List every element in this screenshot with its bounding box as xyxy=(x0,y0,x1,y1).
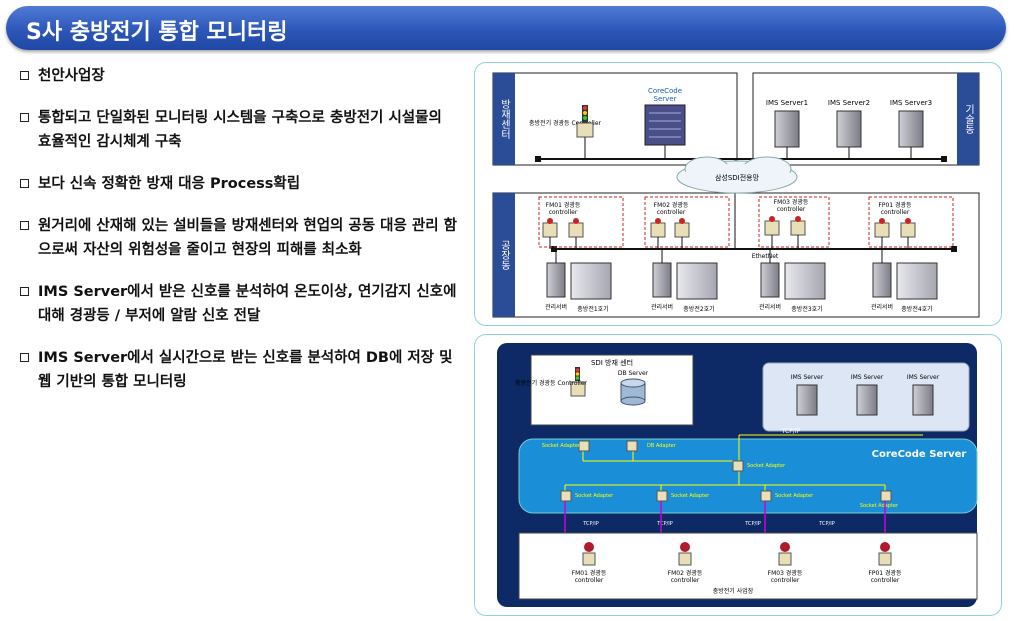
side-label-center: 방재센터 xyxy=(499,99,511,140)
corecode-server-label: CoreCode Server xyxy=(872,449,967,460)
group-ctrl-sub: controller xyxy=(777,206,806,213)
tcpip-label: TCP/IP xyxy=(744,521,760,527)
side-label-tech: 기술동 xyxy=(963,104,975,134)
tcpip-label: TCP/IP xyxy=(781,428,801,435)
corecode-label: CoreCode xyxy=(648,87,682,95)
ctrl-name: FM03 경광등 xyxy=(768,570,803,577)
cloud-icon xyxy=(676,156,798,194)
server-tower-icon xyxy=(836,110,862,148)
bullet-list: 천안사업장 통합되고 단일화된 모니터링 시스템을 구축으로 충방전기 시설물의… xyxy=(20,64,460,412)
server-tower-icon xyxy=(912,384,934,416)
tcpip-label: TCP/IP xyxy=(818,521,834,527)
adapter-label: Socket Adapter xyxy=(542,443,581,449)
checkbox-icon xyxy=(20,221,29,230)
network-diagram-panel: 방재센터 기술동 공장동 충방전기 경광등 Controller CoreCod… xyxy=(474,62,1002,326)
adapter-label: Socket Adapter xyxy=(775,493,814,499)
ctrl-sub: controller xyxy=(771,577,800,584)
group-ctrl-label: FP01 경광등 xyxy=(878,202,912,209)
ims-server-label: IMS Server xyxy=(907,374,940,381)
ims-server-label: IMS Server1 xyxy=(766,99,808,107)
bullet-item: 천안사업장 xyxy=(20,64,460,88)
adapter-label: DB Adapter xyxy=(647,443,677,449)
group-ctrl-sub: controller xyxy=(549,209,578,216)
adapter-label: Socket Adapter xyxy=(860,503,899,509)
adapter-label: Socket Adapter xyxy=(671,493,710,499)
group-ctrl-label: FM03 경광등 xyxy=(774,199,809,206)
db-server-label: DB Server xyxy=(618,370,649,377)
beacon-icons xyxy=(582,542,892,566)
pc-label: 관리서버 xyxy=(545,303,567,311)
ethernet-label: EthetNet xyxy=(752,253,779,260)
server-tower-icon xyxy=(774,110,800,148)
group-ctrl-label: FM02 경광등 xyxy=(654,202,689,209)
bullet-item: 보다 신속 정확한 방재 대응 Process확립 xyxy=(20,172,460,196)
pc-label: 관리서버 xyxy=(871,303,893,311)
bullet-item: 원거리에 산재해 있는 설비들을 방재센터와 현업의 공동 대응 관리 함으로써… xyxy=(20,214,460,262)
ims-server-label: IMS Server xyxy=(851,374,884,381)
group-ctrl-label: FM01 경광등 xyxy=(546,202,581,209)
server-tower-icon xyxy=(796,384,818,416)
pc-label: 관리서버 xyxy=(759,303,781,311)
cloud-label: 삼성SDI전용망 xyxy=(715,173,760,182)
server-label: Server xyxy=(654,95,677,103)
group-ctrl-sub: controller xyxy=(881,209,910,216)
adapter-icons xyxy=(560,440,892,502)
title-bar: S사 충방전기 통합 모니터링 xyxy=(6,6,1006,50)
bullet-item: IMS Server에서 받은 신호를 분석하여 온도이상, 연기감지 신호에 … xyxy=(20,280,460,328)
adapter-label: Socket Adapter xyxy=(747,463,786,469)
ctrl-sub: controller xyxy=(671,577,700,584)
checkbox-icon xyxy=(20,353,29,362)
controller-label: 충방전기 경광등 Controller xyxy=(529,119,602,127)
ims-server-label: IMS Server2 xyxy=(828,99,870,107)
ctrl-name: FM01 경광등 xyxy=(572,570,607,577)
side-label-plant: 공장동 xyxy=(499,240,511,270)
checkbox-icon xyxy=(20,113,29,122)
database-icon xyxy=(620,378,646,406)
pc-label: 관리서버 xyxy=(651,303,673,311)
checkbox-icon xyxy=(20,287,29,296)
ims-server-label: IMS Server3 xyxy=(890,99,932,107)
bullet-item: 통합되고 단일화된 모니터링 시스템을 구축으로 충방전기 시설물의 효율적인 … xyxy=(20,106,460,154)
line-label: 충방전3호기 xyxy=(791,305,822,313)
controller-box-icon xyxy=(576,122,594,138)
checkbox-icon xyxy=(20,179,29,188)
bullet-item: IMS Server에서 실시간으로 받는 신호를 분석하여 DB에 저장 및 … xyxy=(20,346,460,394)
adapter-label: Socket Adapter xyxy=(575,493,614,499)
server-tower-icon xyxy=(856,384,878,416)
server-rack-icon xyxy=(644,104,686,146)
ctrl-label: 충방전기 경광등 Controller xyxy=(515,379,588,387)
ctrl-name: FP01 경광등 xyxy=(868,570,902,577)
controller-box-icon xyxy=(570,381,586,397)
line-label: 충방전2호기 xyxy=(683,305,714,313)
plant-equipment xyxy=(546,262,938,300)
page-title: S사 충방전기 통합 모니터링 xyxy=(26,20,288,45)
ims-server-label: IMS Server xyxy=(791,374,824,381)
line-label: 충방전1호기 xyxy=(577,305,608,313)
ctrl-name: FM02 경광등 xyxy=(668,570,703,577)
line-label: 충방전4호기 xyxy=(901,305,932,313)
architecture-diagram-panel: SDI 방재 센터 충방전기 경광등 Controller DB Server … xyxy=(474,334,1002,616)
sdi-center-label: SDI 방재 센터 xyxy=(591,358,633,367)
checkbox-icon xyxy=(20,71,29,80)
ctrl-sub: controller xyxy=(871,577,900,584)
server-tower-icon xyxy=(898,110,924,148)
architecture-diagram: SDI 방재 센터 충방전기 경광등 Controller DB Server … xyxy=(497,343,978,607)
controller-unit-icons xyxy=(542,220,916,238)
group-ctrl-sub: controller xyxy=(657,209,686,216)
ctrl-sub: controller xyxy=(575,577,604,584)
plant-label: 충방전기 사업장 xyxy=(713,587,754,595)
network-diagram: 방재센터 기술동 공장동 충방전기 경광등 Controller CoreCod… xyxy=(492,72,980,318)
tcpip-label: TCP/IP xyxy=(656,521,672,527)
tcpip-label: TCP/IP xyxy=(582,521,598,527)
